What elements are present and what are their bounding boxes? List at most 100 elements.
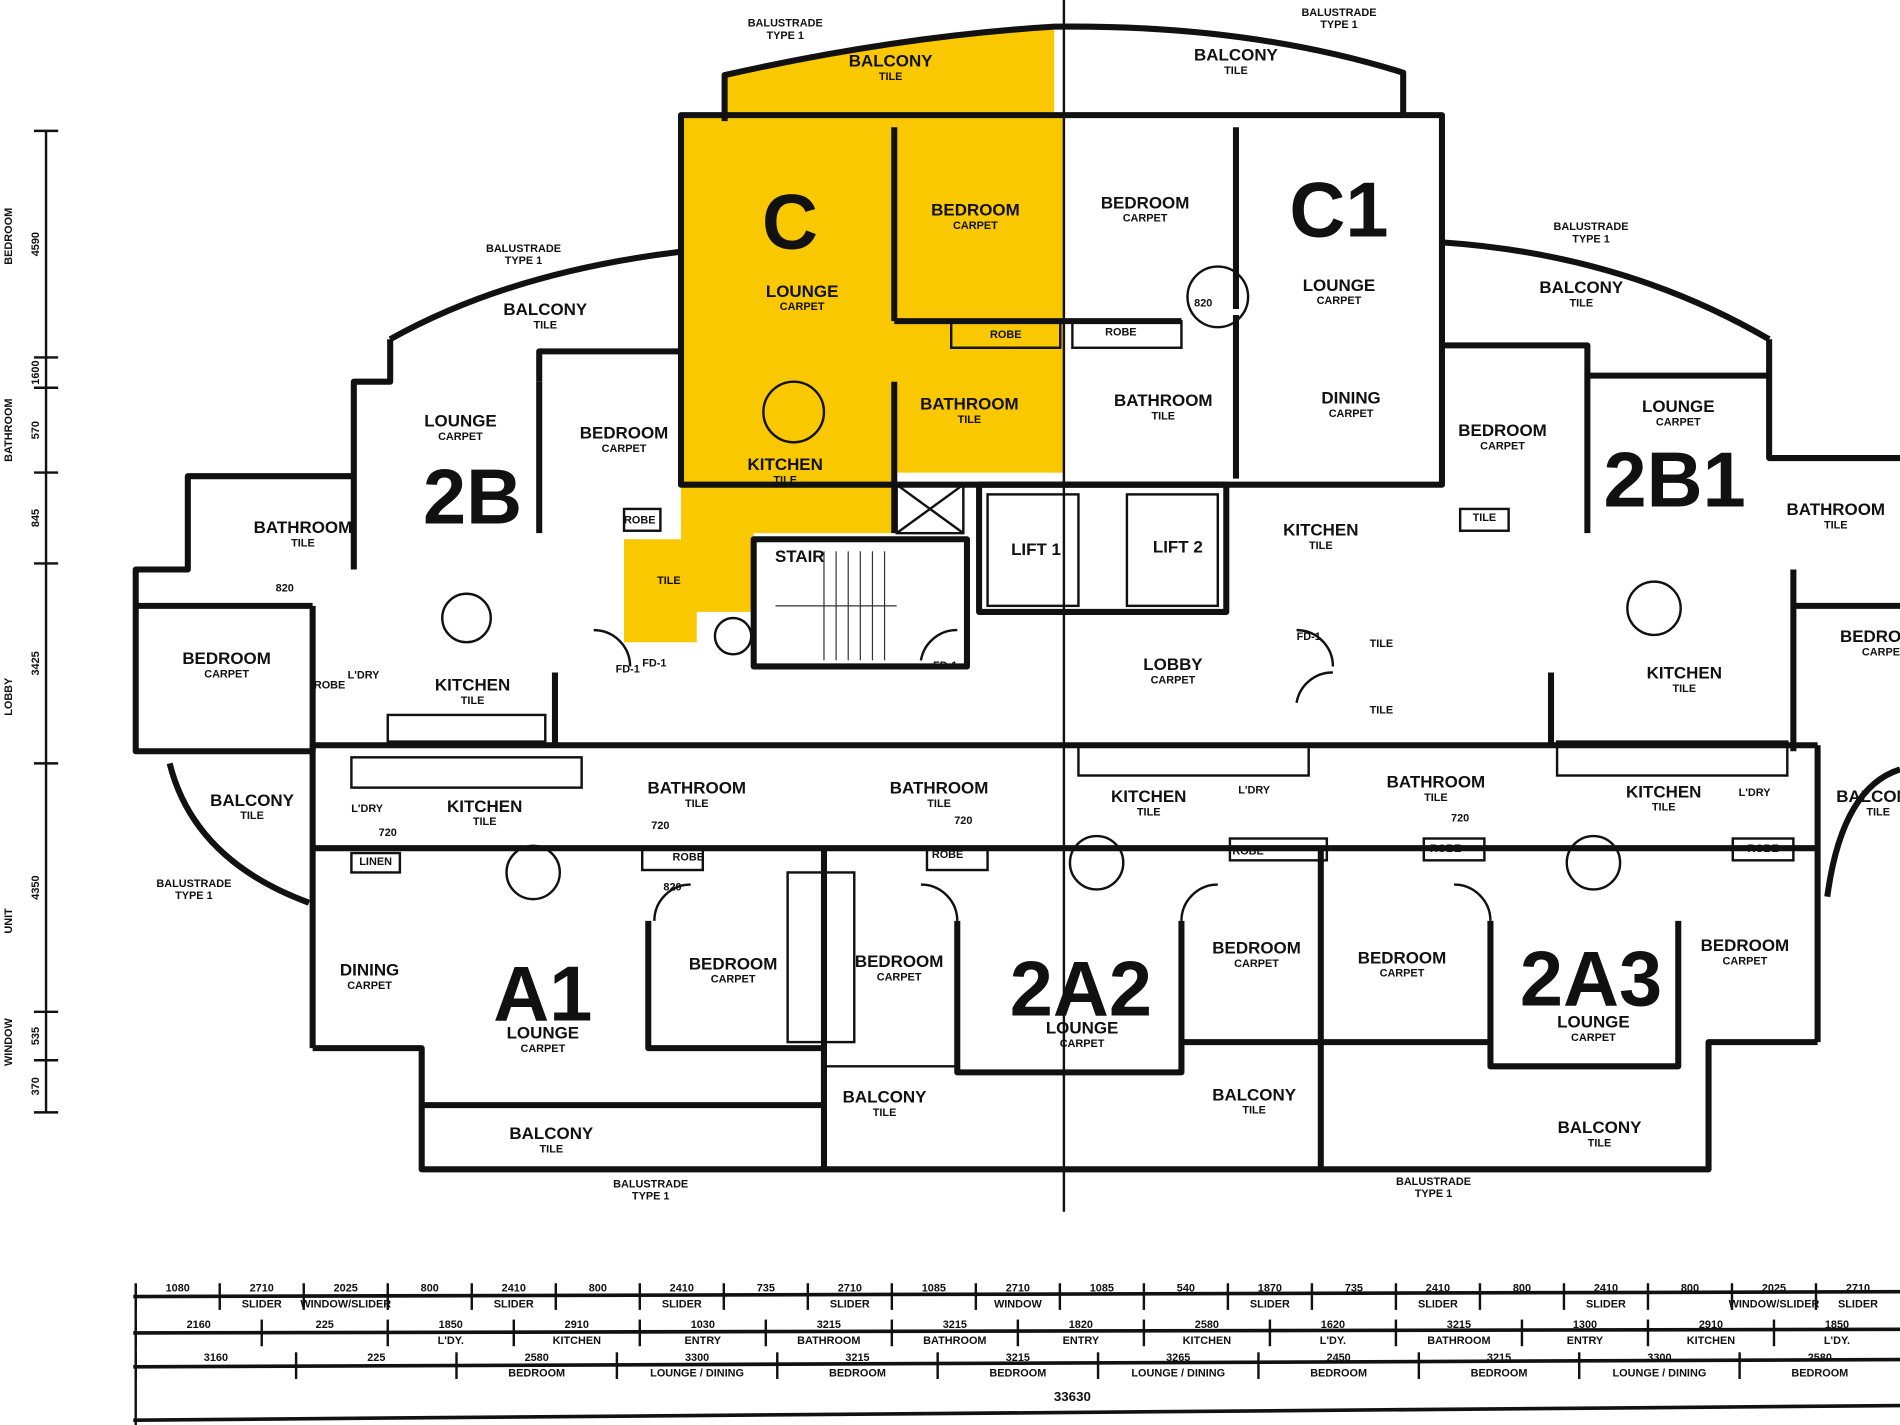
- left-dimension-value: 370: [30, 1077, 42, 1095]
- room-name-lounge: LOUNGE: [766, 282, 839, 301]
- annotation-label: TILE: [1370, 705, 1394, 717]
- room-name-balcony: BALCONY: [849, 52, 934, 71]
- room-name-bedroom: BEDROOM: [1458, 421, 1547, 440]
- walls: [132, 0, 1900, 1212]
- room-finish-carpet: CARPET: [1234, 958, 1279, 970]
- dimension-value: 1850: [1825, 1319, 1849, 1331]
- room-finish-carpet: CARPET: [1571, 1032, 1616, 1044]
- annotation-label: TILE: [657, 575, 681, 587]
- dimension-label: L'DY.: [1824, 1335, 1850, 1347]
- annotation-label: L'DRY: [348, 670, 381, 682]
- room-name-lobby: LOBBY: [1143, 655, 1203, 674]
- dimension-value: 2450: [1327, 1352, 1351, 1364]
- room-name-balcony: BALCONY: [503, 300, 588, 319]
- dimension-label: WINDOW: [994, 1298, 1043, 1310]
- dimension-label: SLIDER: [1250, 1298, 1290, 1310]
- overall-dimension: 33630: [1054, 1389, 1091, 1404]
- room-name-bathroom: BATHROOM: [254, 518, 353, 537]
- dimension-label: SLIDER: [494, 1298, 534, 1310]
- annotation-label: ROBE: [673, 851, 704, 863]
- annotation-label: 820: [276, 582, 294, 594]
- dimension-value: 2410: [502, 1283, 526, 1295]
- balustrade-label: BALUSTRADE: [156, 878, 231, 890]
- dimension-value: 3215: [1447, 1319, 1471, 1331]
- room-finish-tile: TILE: [1424, 792, 1448, 804]
- annotation-label: ROBE: [1105, 327, 1136, 339]
- dimension-label: SLIDER: [1586, 1298, 1626, 1310]
- dimension-label: KITCHEN: [553, 1335, 602, 1347]
- room-name-bathroom: BATHROOM: [1387, 773, 1486, 792]
- dimension-label: KITCHEN: [1687, 1335, 1736, 1347]
- unit-label-2a3: 2A3: [1520, 937, 1662, 1023]
- annotation-label: ROBE: [990, 329, 1021, 341]
- dimension-label: WINDOW/SLIDER: [1729, 1298, 1820, 1310]
- balustrade-type-label: TYPE 1: [766, 30, 804, 42]
- room-finish-tile: TILE: [958, 414, 982, 426]
- room-name-bedroom: BEDROOM: [1101, 193, 1190, 212]
- room-labels: BALCONYTILEBALCONYTILEBEDROOMCARPETLOUNG…: [182, 46, 1900, 1156]
- room-name-bathroom: BATHROOM: [890, 779, 989, 798]
- dimension-label: LOUNGE / DINING: [1131, 1368, 1225, 1380]
- dimension-label: L'DY.: [1320, 1335, 1346, 1347]
- room-finish-carpet: CARPET: [1317, 295, 1362, 307]
- room-name-kitchen: KITCHEN: [447, 797, 522, 816]
- dimension-value: 1085: [1090, 1283, 1114, 1295]
- dimension-value: 3215: [1006, 1352, 1030, 1364]
- annotation-label: ROBE: [932, 849, 963, 861]
- room-finish-carpet: CARPET: [711, 974, 756, 986]
- left-dimension-value: 1600: [30, 360, 42, 384]
- room-name-bedroom: BEDROOM: [580, 424, 669, 443]
- room-finish-tile: TILE: [533, 319, 557, 331]
- annotation-label: TILE: [1473, 512, 1497, 524]
- balustrade-label: BALUSTRADE: [1301, 7, 1376, 19]
- room-name-bedroom: BEDROOM: [855, 952, 944, 971]
- room-finish-carpet: CARPET: [1151, 674, 1196, 686]
- room-finish-carpet: CARPET: [1480, 441, 1525, 453]
- room-name-lounge: LOUNGE: [424, 412, 497, 431]
- room-finish-tile: TILE: [540, 1143, 564, 1155]
- balustrade-type-label: TYPE 1: [1415, 1188, 1453, 1200]
- room-name-bedroom: BEDROOM: [931, 201, 1020, 220]
- dimension-value: 2910: [1699, 1319, 1723, 1331]
- room-name-kitchen: KITCHEN: [1647, 664, 1722, 683]
- left-dimension-value: 535: [30, 1027, 42, 1045]
- lift-2-label: LIFT 2: [1153, 538, 1203, 557]
- balustrade-label: BALUSTRADE: [486, 243, 561, 255]
- room-finish-carpet: CARPET: [1060, 1038, 1105, 1050]
- room-finish-tile: TILE: [1824, 519, 1848, 531]
- balustrade-label: BALUSTRADE: [748, 18, 823, 30]
- unit-label-2b1: 2B1: [1603, 438, 1745, 524]
- annotation-label: L'DRY: [1238, 785, 1271, 797]
- room-finish-tile: TILE: [927, 798, 951, 810]
- dimension-label: BEDROOM: [1310, 1368, 1367, 1380]
- room-name-dining: DINING: [340, 960, 399, 979]
- annotation-label: LINEN: [359, 856, 392, 868]
- dimension-value: 3215: [943, 1319, 967, 1331]
- annotation-label: FD-1: [933, 660, 957, 672]
- balustrade-label: BALUSTRADE: [613, 1179, 688, 1191]
- dimension-value: 3300: [1647, 1352, 1671, 1364]
- dimension-value: 1080: [166, 1283, 190, 1295]
- annotation-label: FD-1: [642, 657, 666, 669]
- annotation-label: 720: [651, 820, 669, 832]
- room-finish-carpet: CARPET: [1656, 416, 1701, 428]
- dimension-value: 225: [316, 1319, 334, 1331]
- dimension-label: BATHROOM: [797, 1335, 860, 1347]
- dimension-label: BEDROOM: [1791, 1368, 1848, 1380]
- dimension-label: ENTRY: [685, 1335, 722, 1347]
- dimension-value: 800: [1513, 1283, 1531, 1295]
- balustrade-type-label: TYPE 1: [175, 890, 213, 902]
- left-dimension-value: 4590: [30, 232, 42, 256]
- dimension-label: BEDROOM: [829, 1368, 886, 1380]
- room-finish-carpet: CARPET: [1329, 408, 1374, 420]
- dimension-value: 2025: [334, 1283, 358, 1295]
- room-finish-carpet: CARPET: [877, 971, 922, 983]
- left-dimension-label: BEDROOM: [3, 208, 15, 265]
- dimension-label: BATHROOM: [923, 1335, 986, 1347]
- room-finish-tile: TILE: [1652, 802, 1676, 814]
- annotation-label: 720: [954, 815, 972, 827]
